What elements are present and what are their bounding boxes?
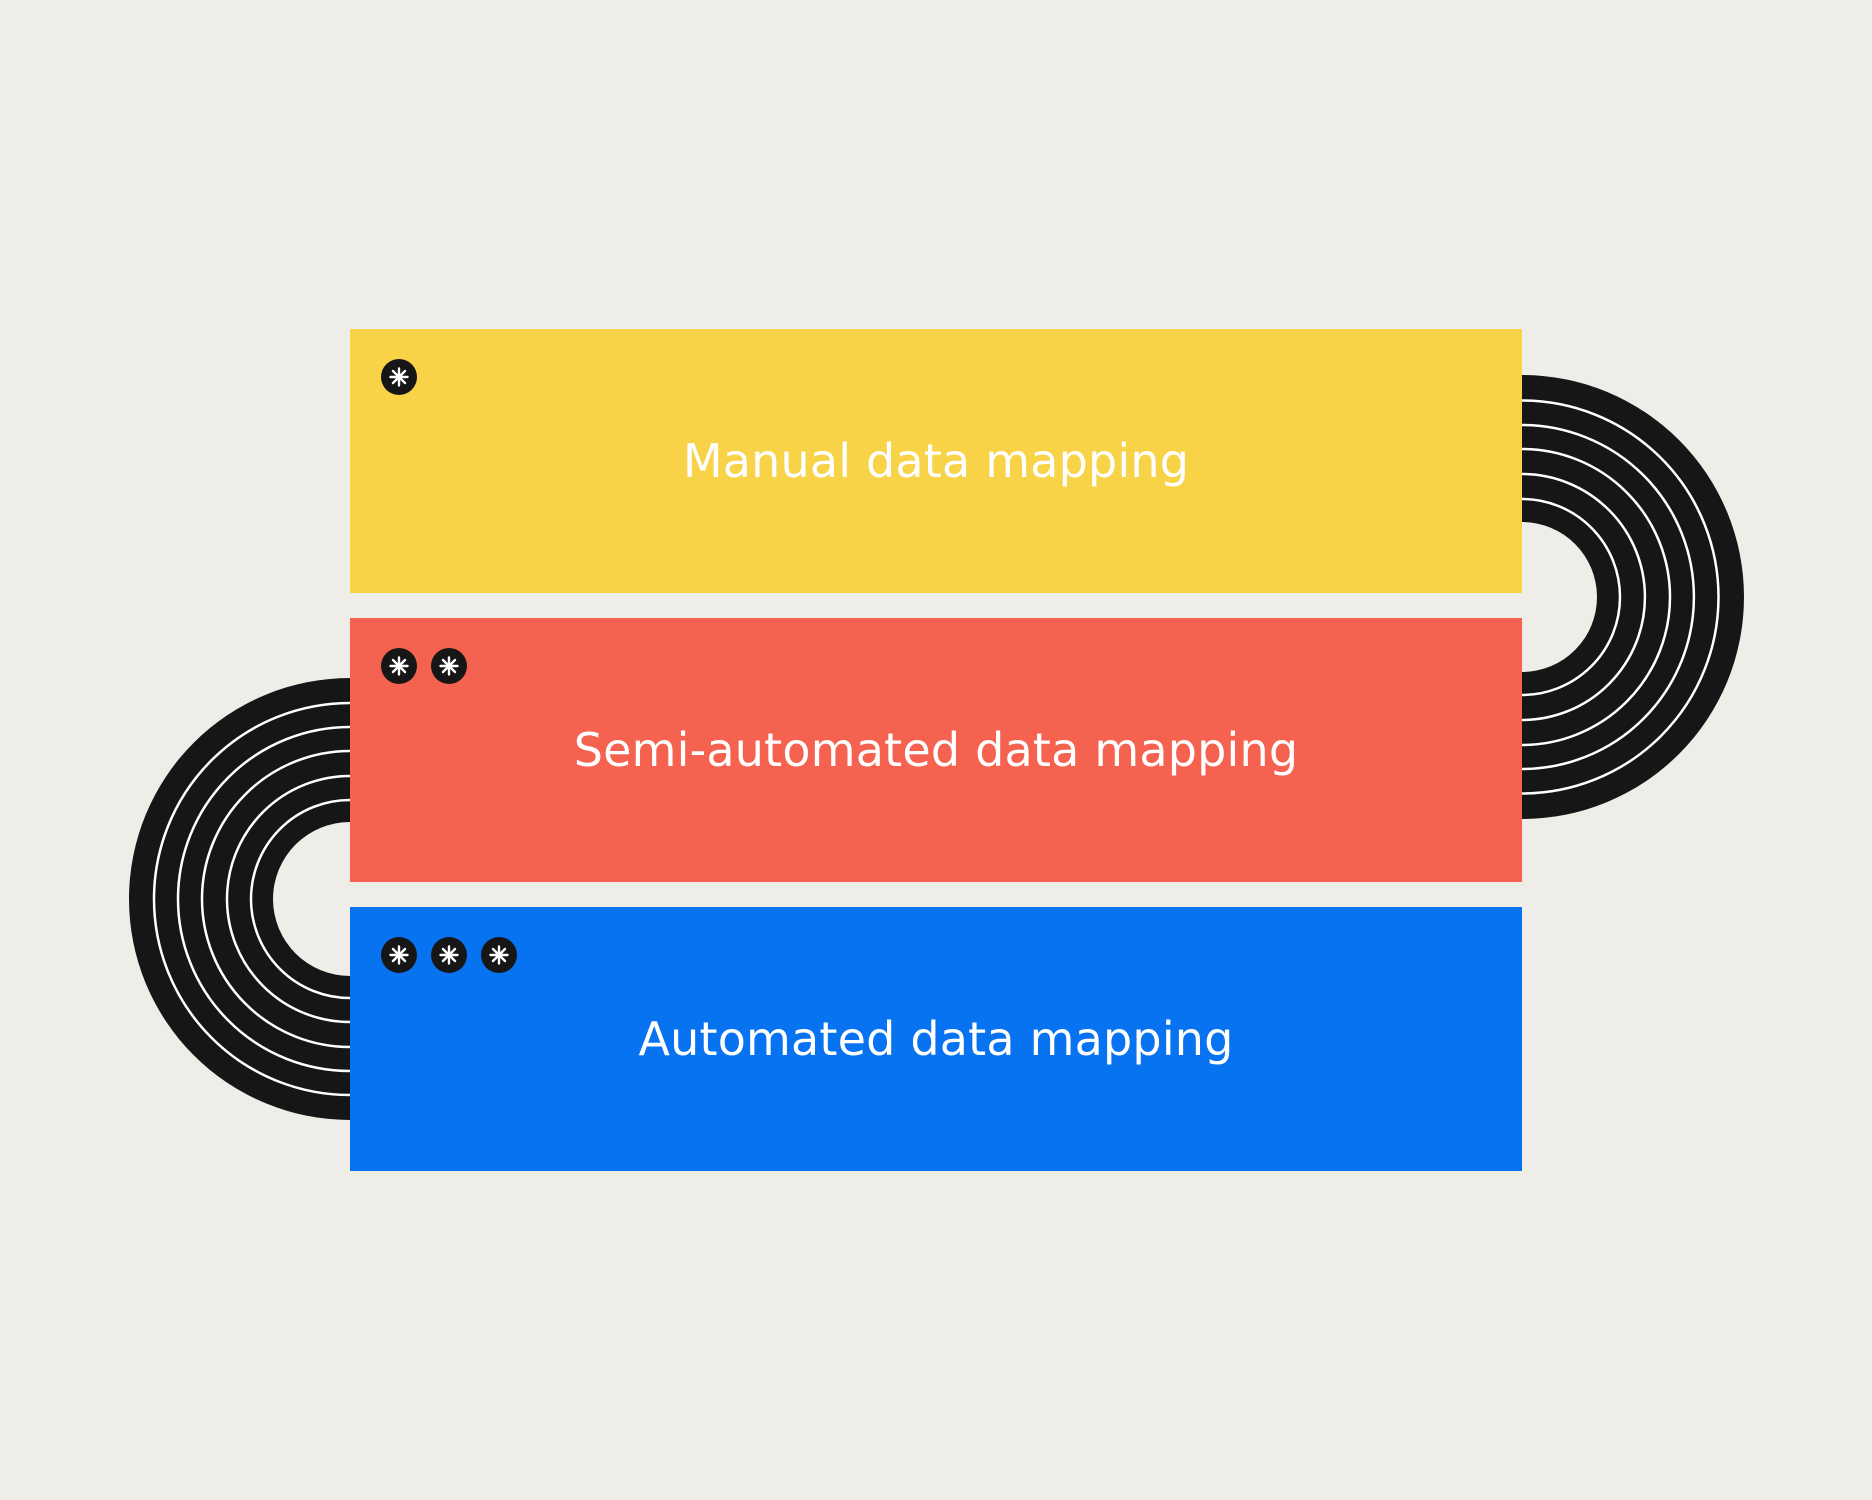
- asterisk-icon: [431, 648, 467, 684]
- level-markers: [381, 937, 517, 973]
- asterisk-icon: [481, 937, 517, 973]
- asterisk-icon: [381, 359, 417, 395]
- level-markers: [381, 359, 417, 395]
- asterisk-icon: [381, 937, 417, 973]
- automated-data-mapping-band: Automated data mapping: [350, 907, 1522, 1171]
- left-arc-connector: [129, 678, 351, 1120]
- band-label: Automated data mapping: [638, 1012, 1234, 1066]
- band-label: Manual data mapping: [682, 434, 1190, 488]
- manual-data-mapping-band: Manual data mapping: [350, 329, 1522, 593]
- semi-automated-data-mapping-band: Semi-automated data mapping: [350, 618, 1522, 882]
- right-arc-connector: [1521, 375, 1744, 819]
- band-label: Semi-automated data mapping: [573, 723, 1299, 777]
- asterisk-icon: [381, 648, 417, 684]
- asterisk-icon: [431, 937, 467, 973]
- level-markers: [381, 648, 467, 684]
